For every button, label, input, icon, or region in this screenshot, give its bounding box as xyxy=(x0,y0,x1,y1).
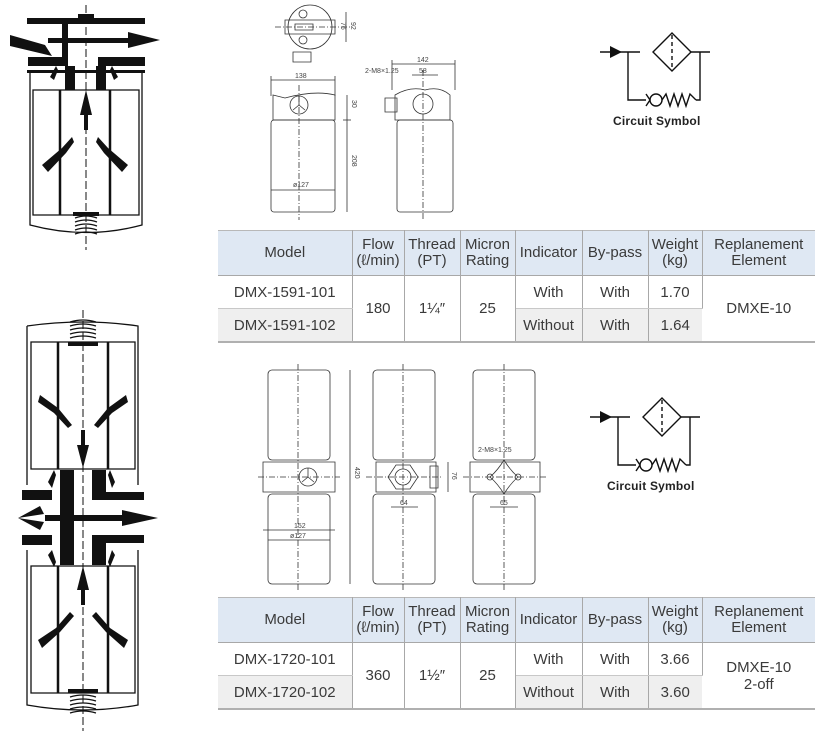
circuit-symbol-1 xyxy=(598,30,718,110)
cell-indicator: With xyxy=(515,642,583,676)
cell-model: DMX-1591-101 xyxy=(218,275,353,309)
cell-weight: 1.70 xyxy=(648,275,703,309)
dim-152: 152 xyxy=(294,523,306,530)
dim-port-thread: 2-M8×1.25 xyxy=(365,68,399,75)
dmx-1591-dimension-drawing: 138 142 58 2-M8×1.25 ø127 30 208 92 76 xyxy=(255,0,475,222)
dim-58: 58 xyxy=(419,68,427,75)
cell-model: DMX-1720-102 xyxy=(218,675,353,710)
dim-76: 76 xyxy=(450,472,457,480)
header-bypass: By-pass xyxy=(582,597,649,643)
cell-model: DMX-1591-102 xyxy=(218,308,353,343)
table-row: DMX-1591-101 180 1¼″ 25 With With 1.70 D… xyxy=(218,275,815,343)
cell-indicator: Without xyxy=(515,308,583,343)
circuit-symbol-2 xyxy=(588,395,708,475)
circuit-symbol-label-1: Circuit Symbol xyxy=(613,114,701,128)
cell-bypass: With xyxy=(582,675,649,710)
dim-diameter-127: ø127 xyxy=(290,533,306,540)
circuit-symbol-label-2: Circuit Symbol xyxy=(607,479,695,493)
dim-diameter: ø127 xyxy=(293,182,309,189)
cell-bypass: With xyxy=(582,275,649,309)
header-indicator: Indicator xyxy=(515,597,583,643)
header-model: Model xyxy=(218,230,353,276)
header-thread: Thread(PT) xyxy=(404,597,461,643)
header-flow: Flow(ℓ/min) xyxy=(352,597,405,643)
single-filter-cross-section xyxy=(10,0,160,260)
dim-76: 76 xyxy=(339,22,346,30)
table-row: DMX-1720-102 Without With 3.60 xyxy=(218,675,815,710)
dim-30: 30 xyxy=(350,100,357,108)
cell-weight: 3.60 xyxy=(648,675,702,710)
dim-142: 142 xyxy=(417,57,429,64)
cell-element: DMXE-10 xyxy=(702,275,815,343)
cell-flow: 180 xyxy=(352,275,405,343)
header-bypass: By-pass xyxy=(582,230,649,276)
double-filter-cross-section xyxy=(18,310,158,731)
cell-weight: 3.66 xyxy=(648,642,703,676)
cell-thread: 1¼″ xyxy=(404,275,461,343)
header-weight: Weight(kg) xyxy=(648,230,703,276)
table-row: DMX-1720-101 360 1½″ 25 With With 3.66 D… xyxy=(218,642,815,710)
cell-flow: 360 xyxy=(352,642,405,710)
cell-model: DMX-1720-101 xyxy=(218,642,353,676)
header-thread: Thread(PT) xyxy=(404,230,461,276)
dim-65: 65 xyxy=(500,500,508,507)
dim-92: 92 xyxy=(349,22,356,30)
cell-bypass: With xyxy=(582,642,649,676)
cell-weight: 1.64 xyxy=(648,308,702,343)
cell-thread: 1½″ xyxy=(404,642,461,710)
header-weight: Weight(kg) xyxy=(648,597,703,643)
header-model: Model xyxy=(218,597,353,643)
cell-indicator: With xyxy=(515,275,583,309)
header-flow: Flow(ℓ/min) xyxy=(352,230,405,276)
cell-indicator: Without xyxy=(515,675,583,710)
dim-64: 64 xyxy=(400,500,408,507)
dmx-1720-dimension-drawing: 420 152 ø127 64 76 2-M8×1.25 65 xyxy=(258,362,558,592)
cell-micron: 25 xyxy=(460,275,516,343)
dim-208: 208 xyxy=(350,155,357,167)
dim-138: 138 xyxy=(295,73,307,80)
cell-bypass: With xyxy=(582,308,649,343)
dim-420: 420 xyxy=(353,467,360,479)
header-indicator: Indicator xyxy=(515,230,583,276)
dim-port-thread: 2-M8×1.25 xyxy=(478,447,512,454)
table-row: DMX-1591-102 Without With 1.64 xyxy=(218,308,815,343)
cell-micron: 25 xyxy=(460,642,516,710)
